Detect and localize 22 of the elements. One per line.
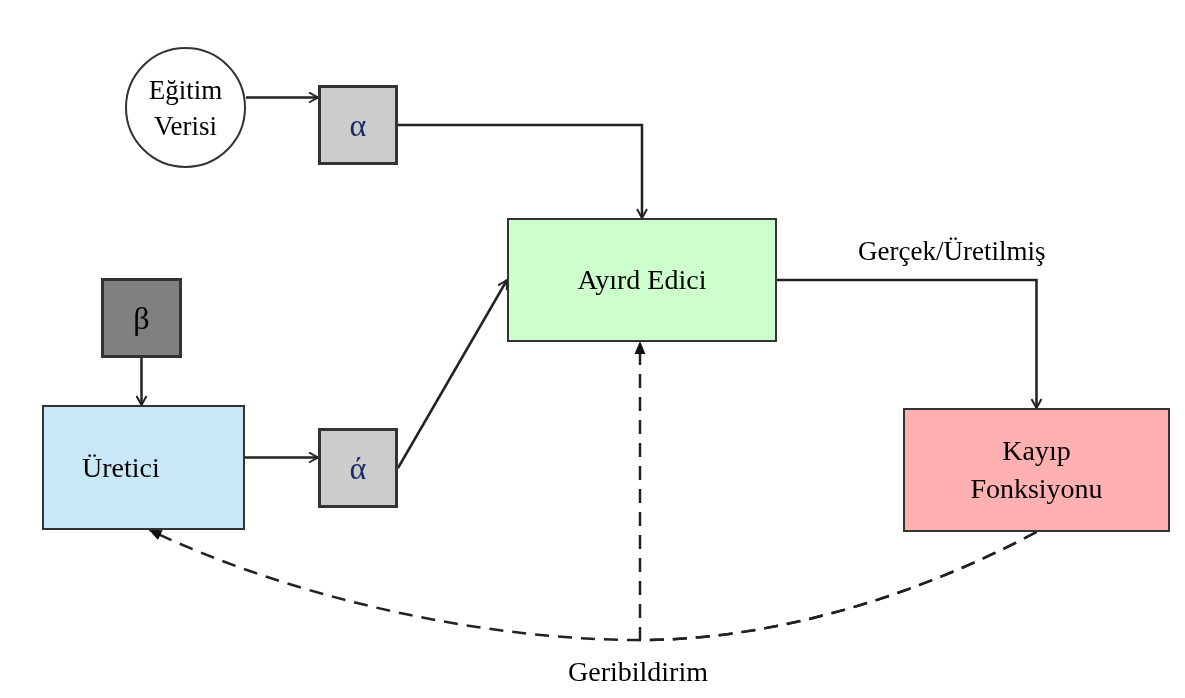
process-box (507, 218, 777, 342)
arrow (135, 358, 148, 406)
process-box (903, 408, 1170, 532)
arrow (246, 91, 319, 104)
node-label: α (349, 106, 367, 145)
feedback-label: Geribildirim (568, 655, 708, 689)
symbol-box (101, 278, 182, 358)
process-box (42, 405, 245, 530)
node-label: β (133, 299, 150, 338)
dashed-arrow (634, 340, 1038, 642)
symbol-box (318, 428, 398, 508)
arrow (777, 278, 1043, 409)
symbol-box (318, 85, 398, 165)
arrow (245, 451, 319, 464)
node-label: Ayırd Edici (577, 263, 707, 297)
node-label: Kayıp Fonksiyonu (969, 434, 1104, 506)
node-label: Üretici (82, 450, 160, 485)
arrow (396, 279, 509, 469)
arrow (398, 123, 648, 219)
node-label: ά (349, 449, 367, 488)
node-label: Eğitim Verisi (147, 73, 224, 143)
edge-label: Gerçek/Üretilmiş (858, 235, 1046, 267)
